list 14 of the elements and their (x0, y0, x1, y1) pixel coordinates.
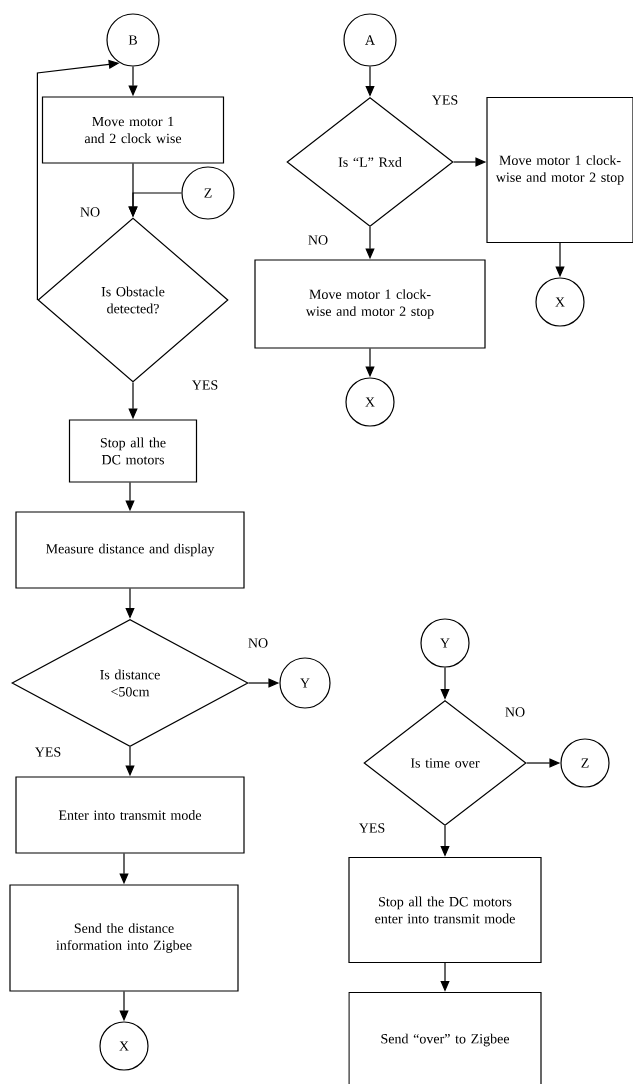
process-box: Stop all the DC motors enter into transmit mode (348, 856, 542, 964)
process-box: Send “over” to Zigbee (348, 991, 542, 1084)
edge-label: YES (33, 746, 63, 758)
edge-label: NO (78, 206, 102, 218)
process-box: Measure distance and display (15, 511, 245, 589)
process-box: Enter into transmit mode (15, 776, 245, 854)
process-box: Move motor 1 clock- wise and motor 2 stop (486, 96, 633, 244)
edge-label: NO (246, 637, 270, 649)
process-box: Send the distance information into Zigbee (9, 884, 239, 992)
process-box: Move motor 1 and 2 clock wise (41, 96, 225, 164)
process-box: Move motor 1 clock- wise and motor 2 stop (254, 259, 486, 349)
edge-label: NO (503, 706, 527, 718)
edge-label: NO (306, 234, 330, 246)
process-box: Stop all the DC motors (68, 419, 198, 483)
